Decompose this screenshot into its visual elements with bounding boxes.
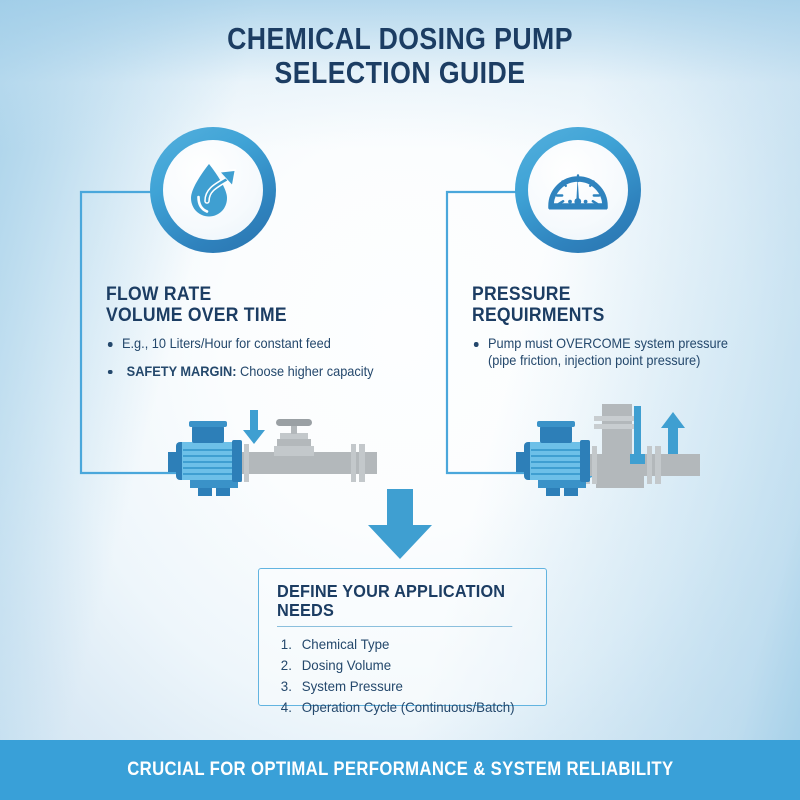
bullet-text: Pump must OVERCOME system pressure bbox=[487, 336, 728, 351]
list-item: Pump must OVERCOME system pressure (pipe… bbox=[472, 336, 754, 369]
flow-rate-section: FLOW RATE VOLUME OVER TIME E.g., 10 Lite… bbox=[106, 284, 406, 391]
pressure-gauge-icon bbox=[528, 140, 628, 240]
bullet-text: Choose higher capacity bbox=[236, 363, 374, 379]
pump-illustration-right bbox=[516, 404, 700, 496]
list-item: Operation Cycle (Continuous/Batch) bbox=[281, 698, 515, 717]
pressure-heading-line-1: PRESSURE bbox=[472, 283, 571, 305]
title-line-2: SELECTION GUIDE bbox=[274, 55, 526, 90]
define-box-list: Chemical Type Dosing Volume System Press… bbox=[277, 635, 530, 717]
define-box-heading: DEFINE YOUR APPLICATION NEEDS bbox=[277, 582, 513, 627]
page-title: CHEMICAL DOSING PUMP SELECTION GUIDE bbox=[0, 22, 800, 90]
list-item: SAFETY MARGIN: Choose higher capacity bbox=[106, 364, 388, 381]
flow-rate-bullet-list: E.g., 10 Liters/Hour for constant feed S… bbox=[106, 336, 406, 380]
flow-rate-icon-circle bbox=[150, 127, 276, 253]
pressure-section: PRESSURE REQUIRMENTS Pump must OVERCOME … bbox=[472, 284, 772, 380]
water-drop-arrow-icon bbox=[163, 140, 263, 240]
pressure-bullet-list: Pump must OVERCOME system pressure (pipe… bbox=[472, 336, 772, 369]
flow-rate-heading-line-2: VOLUME OVER TIME bbox=[106, 304, 287, 326]
title-line-1: CHEMICAL DOSING PUMP bbox=[227, 21, 573, 56]
bullet-text-line-2: (pipe friction, injection point pressure… bbox=[487, 352, 701, 368]
pump-illustration-left bbox=[168, 410, 377, 496]
bullet-text: E.g., 10 Liters/Hour for constant feed bbox=[121, 336, 331, 351]
list-item: Chemical Type bbox=[281, 635, 390, 654]
pressure-icon-circle bbox=[515, 127, 641, 253]
list-item: E.g., 10 Liters/Hour for constant feed bbox=[106, 336, 388, 353]
define-application-needs-box: DEFINE YOUR APPLICATION NEEDS Chemical T… bbox=[258, 568, 547, 717]
down-arrow-icon bbox=[368, 489, 432, 559]
bullet-lead: SAFETY MARGIN: bbox=[126, 363, 237, 379]
list-item: Dosing Volume bbox=[281, 656, 392, 675]
list-item: System Pressure bbox=[281, 677, 403, 696]
footer-text: CRUCIAL FOR OPTIMAL PERFORMANCE & SYSTEM… bbox=[126, 759, 674, 780]
pressure-heading-line-2: REQUIRMENTS bbox=[472, 304, 605, 326]
flow-rate-heading-line-1: FLOW RATE bbox=[106, 283, 212, 305]
footer-banner: CRUCIAL FOR OPTIMAL PERFORMANCE & SYSTEM… bbox=[0, 740, 800, 800]
